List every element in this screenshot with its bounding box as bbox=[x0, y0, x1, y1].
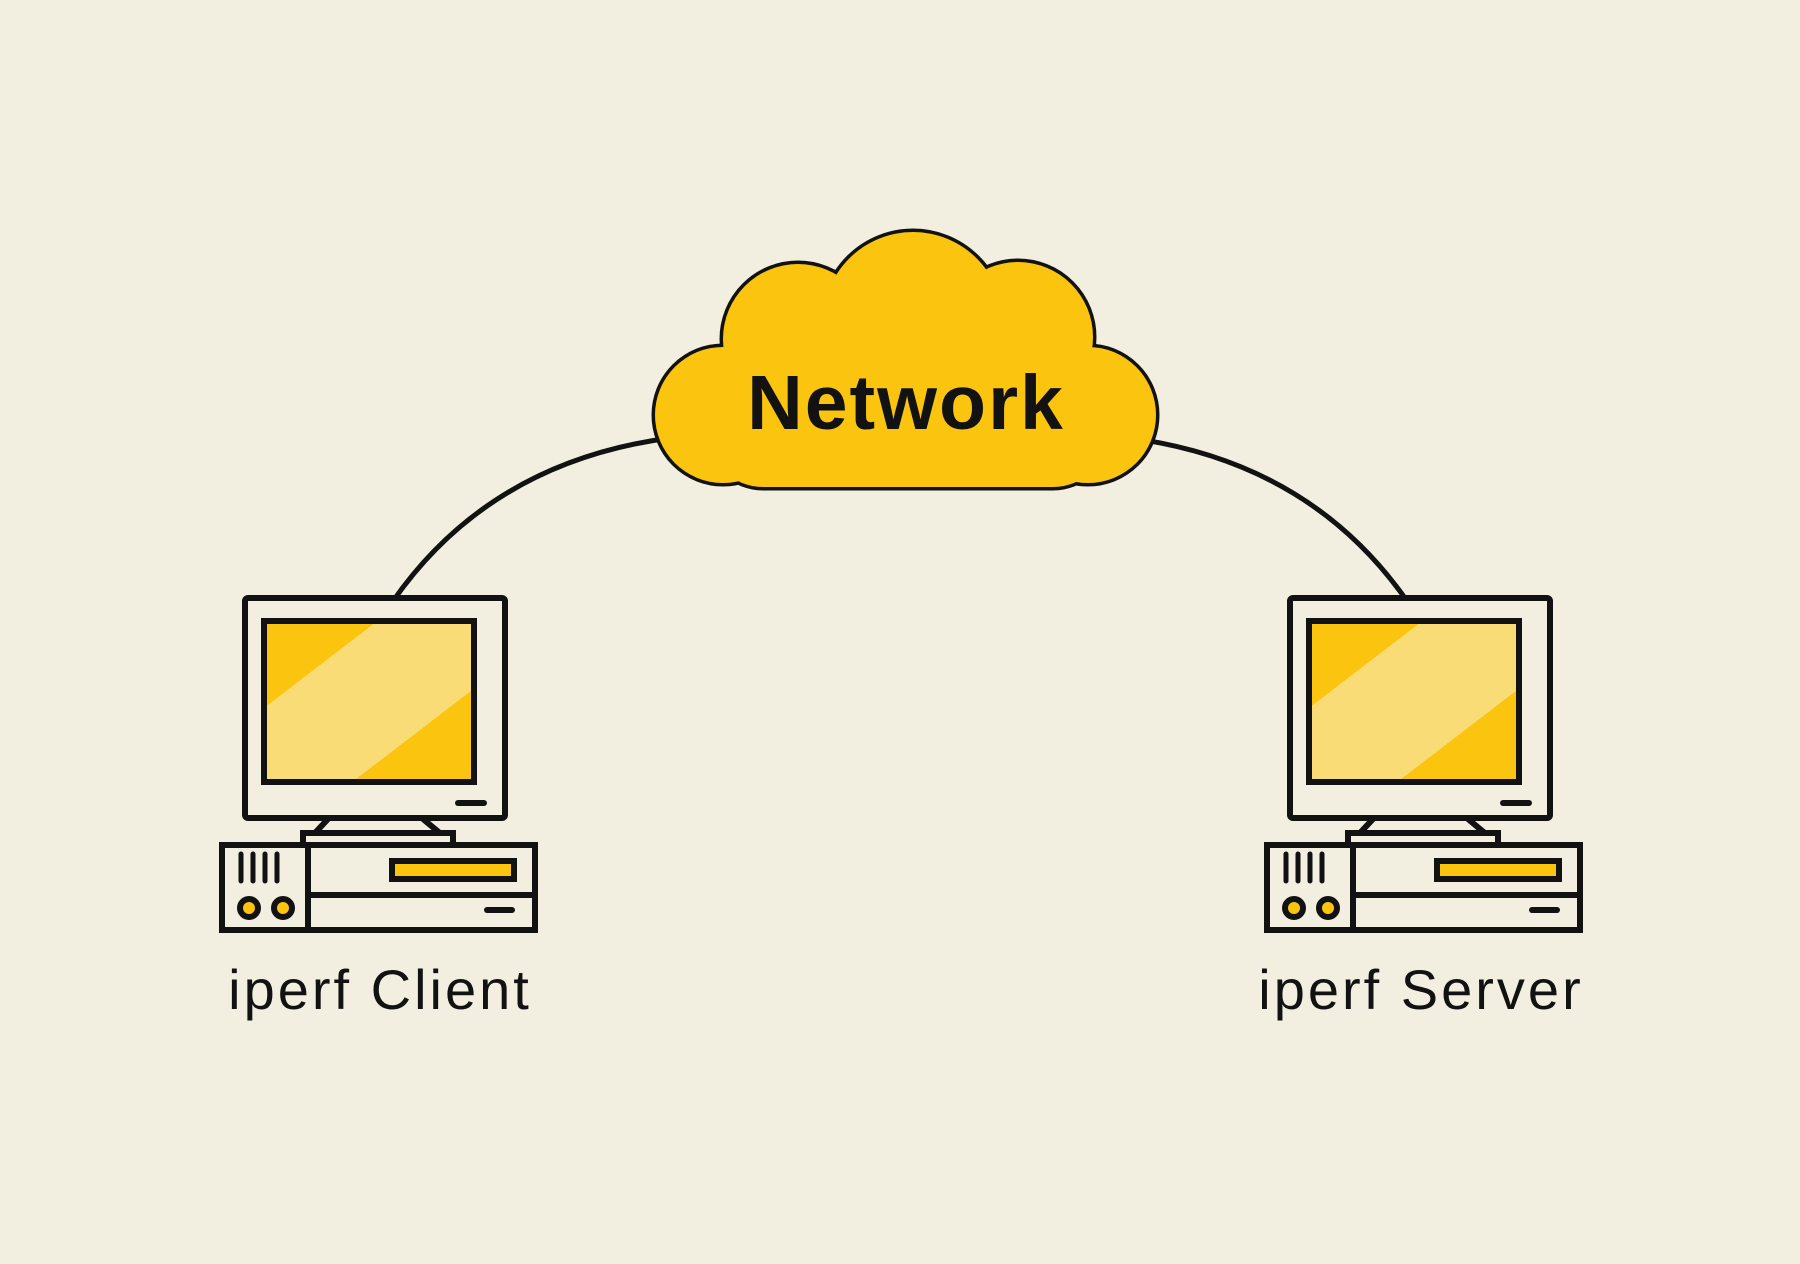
server-computer-icon bbox=[1267, 598, 1580, 930]
network-label: Network bbox=[747, 360, 1065, 446]
link-client-network bbox=[390, 435, 671, 603]
client-computer-icon bbox=[222, 598, 535, 930]
network-cloud: Network bbox=[655, 232, 1156, 487]
client-label: iperf Client bbox=[228, 958, 532, 1021]
server-label: iperf Server bbox=[1258, 958, 1583, 1021]
link-server-network bbox=[1129, 435, 1410, 603]
